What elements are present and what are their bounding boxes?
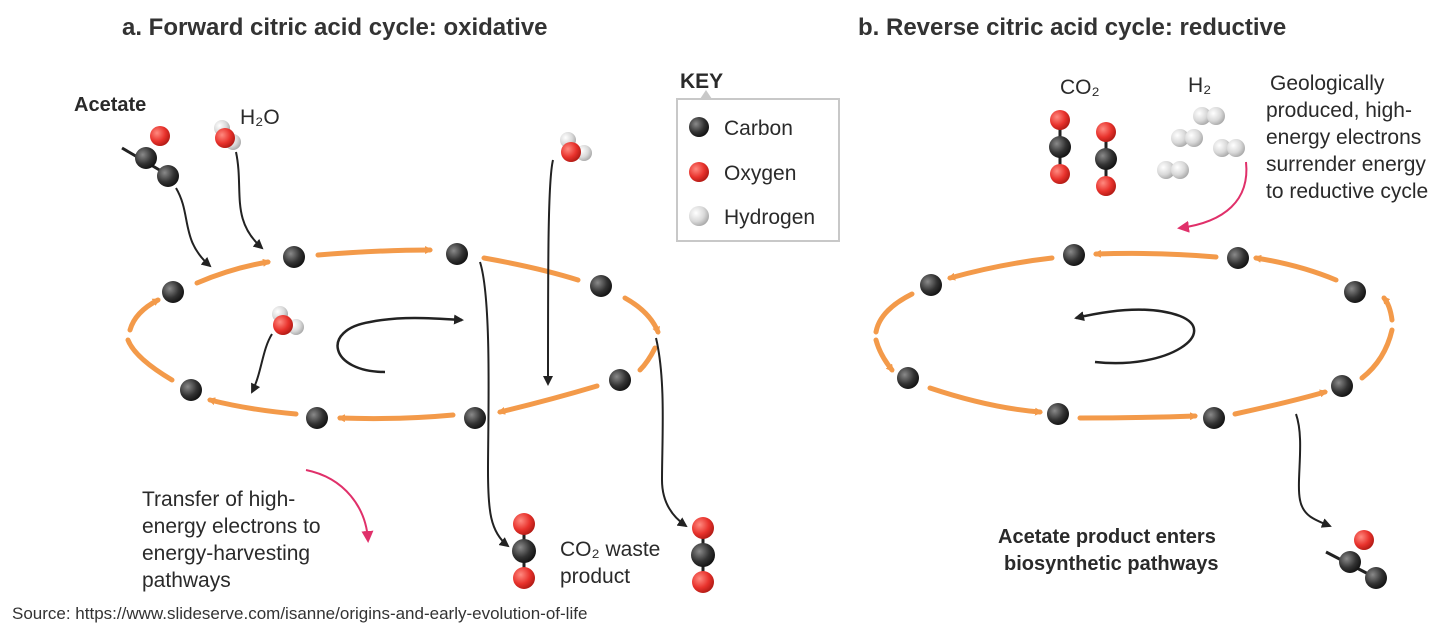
key-label-oxygen: Oxygen xyxy=(724,162,797,185)
transfer-label-line: Transfer of high- xyxy=(142,488,296,511)
water-label: H₂O xyxy=(240,106,280,129)
geologic-label-line: Geologically xyxy=(1270,72,1385,95)
transfer-label-line: pathways xyxy=(142,569,231,592)
co2-input-molecule-1 xyxy=(1049,110,1071,184)
co2-waste-molecule-1 xyxy=(512,513,536,589)
electron-transfer-arrow-b xyxy=(1177,161,1248,233)
acetate-output-arrow xyxy=(1295,413,1332,528)
co2-waste-molecule-2 xyxy=(691,517,715,593)
acetate-product-line: biosynthetic pathways xyxy=(1004,553,1219,575)
key-label-carbon: Carbon xyxy=(724,117,793,140)
h2-label: H₂ xyxy=(1188,74,1212,97)
transfer-label-line: energy-harvesting xyxy=(142,542,311,565)
reverse-cycle-ring xyxy=(873,249,1395,421)
acetate-label: Acetate xyxy=(74,94,147,116)
transfer-label: Transfer of high- energy electrons to en… xyxy=(142,486,321,594)
key-hydrogen-icon xyxy=(689,206,709,226)
acetate-molecule xyxy=(121,126,179,187)
acetate-product-label: Acetate product enters biosynthetic path… xyxy=(998,524,1219,578)
key-oxygen-icon xyxy=(689,162,709,182)
water-molecule-1 xyxy=(214,120,241,150)
reaction-arrows-a xyxy=(175,151,688,548)
key-carbon-icon xyxy=(689,117,709,137)
transfer-label-line: energy electrons to xyxy=(142,515,321,538)
panel-b-title: b. Reverse citric acid cycle: reductive xyxy=(858,14,1287,41)
key-title: KEY xyxy=(680,70,724,93)
geologic-label-line: produced, high- xyxy=(1266,99,1412,122)
acetate-product-molecule xyxy=(1325,530,1387,589)
geologic-label-line: surrender energy xyxy=(1266,153,1426,176)
key-pointer xyxy=(700,90,712,99)
co2-label: CO₂ xyxy=(1060,76,1100,99)
cycle-carbons-b xyxy=(897,244,1366,429)
water-molecule-3 xyxy=(272,306,304,335)
source-caption: Source: https://www.slideserve.com/isann… xyxy=(12,604,588,623)
geologic-label-line: energy electrons xyxy=(1266,126,1422,149)
cycle-carbons-a xyxy=(162,243,631,429)
forward-cycle-ring xyxy=(125,246,661,423)
co2-input-molecule-2 xyxy=(1095,122,1117,196)
electron-transfer-arrow-a xyxy=(305,469,374,543)
inner-cycle-arrow-a xyxy=(336,314,464,374)
panel-a-title: a. Forward citric acid cycle: oxidative xyxy=(122,14,548,41)
water-molecule-2 xyxy=(560,132,592,162)
waste-label-line: CO₂ waste xyxy=(560,538,661,561)
geologic-label: Geologically produced, high- energy elec… xyxy=(1266,70,1428,205)
waste-label-line: product xyxy=(560,565,631,588)
waste-label: CO₂ waste product xyxy=(560,536,660,590)
geologic-label-line: to reductive cycle xyxy=(1266,180,1429,203)
inner-cycle-arrow-b xyxy=(1074,308,1196,365)
acetate-product-line: Acetate product enters xyxy=(998,526,1216,548)
key-label-hydrogen: Hydrogen xyxy=(724,206,816,229)
h2-molecules xyxy=(1157,107,1245,179)
